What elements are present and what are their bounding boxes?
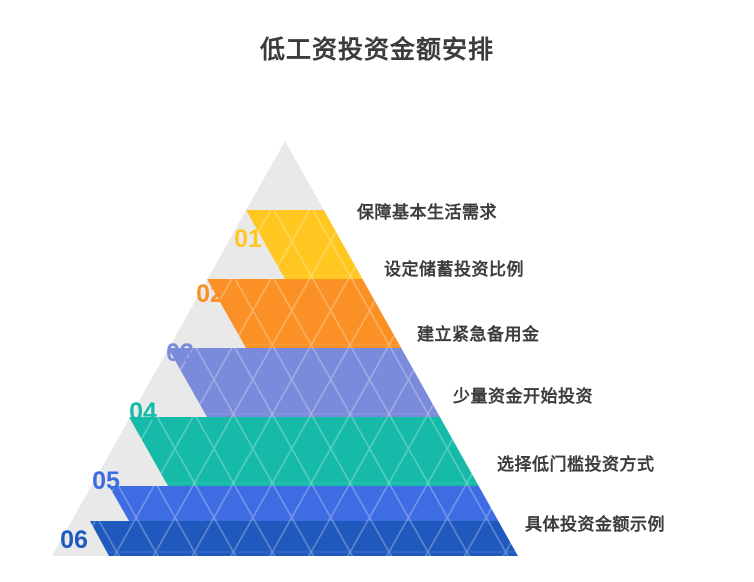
pyramid-level-4[interactable] (129, 417, 480, 486)
pyramid-level-4-number: 04 (129, 398, 157, 426)
pyramid-level-6-number: 06 (60, 526, 88, 554)
pyramid-level-2-label: 设定储蓄投资比例 (384, 260, 524, 279)
pyramid-level-3[interactable] (168, 348, 441, 417)
pyramid-level-2[interactable] (207, 279, 402, 348)
pyramid-level-2-number: 02 (196, 280, 224, 308)
pyramid-level-6[interactable] (90, 521, 518, 556)
pyramid-level-5-number: 05 (92, 467, 120, 495)
pyramid-level-4-label: 少量资金开始投资 (453, 387, 593, 406)
pyramid-level-6-label: 具体投资金额示例 (525, 515, 665, 534)
pyramid-level-1-label: 保障基本生活需求 (357, 203, 497, 222)
pyramid-level-5-label: 选择低门槛投资方式 (497, 455, 655, 474)
pyramid-level-3-label: 建立紧急备用金 (417, 325, 540, 344)
pyramid-level-1-number: 01 (234, 225, 262, 253)
pyramid-level-3-number: 03 (166, 339, 194, 367)
pyramid-level-5[interactable] (109, 486, 499, 521)
page-title: 低工资投资金额安排 (259, 36, 494, 64)
